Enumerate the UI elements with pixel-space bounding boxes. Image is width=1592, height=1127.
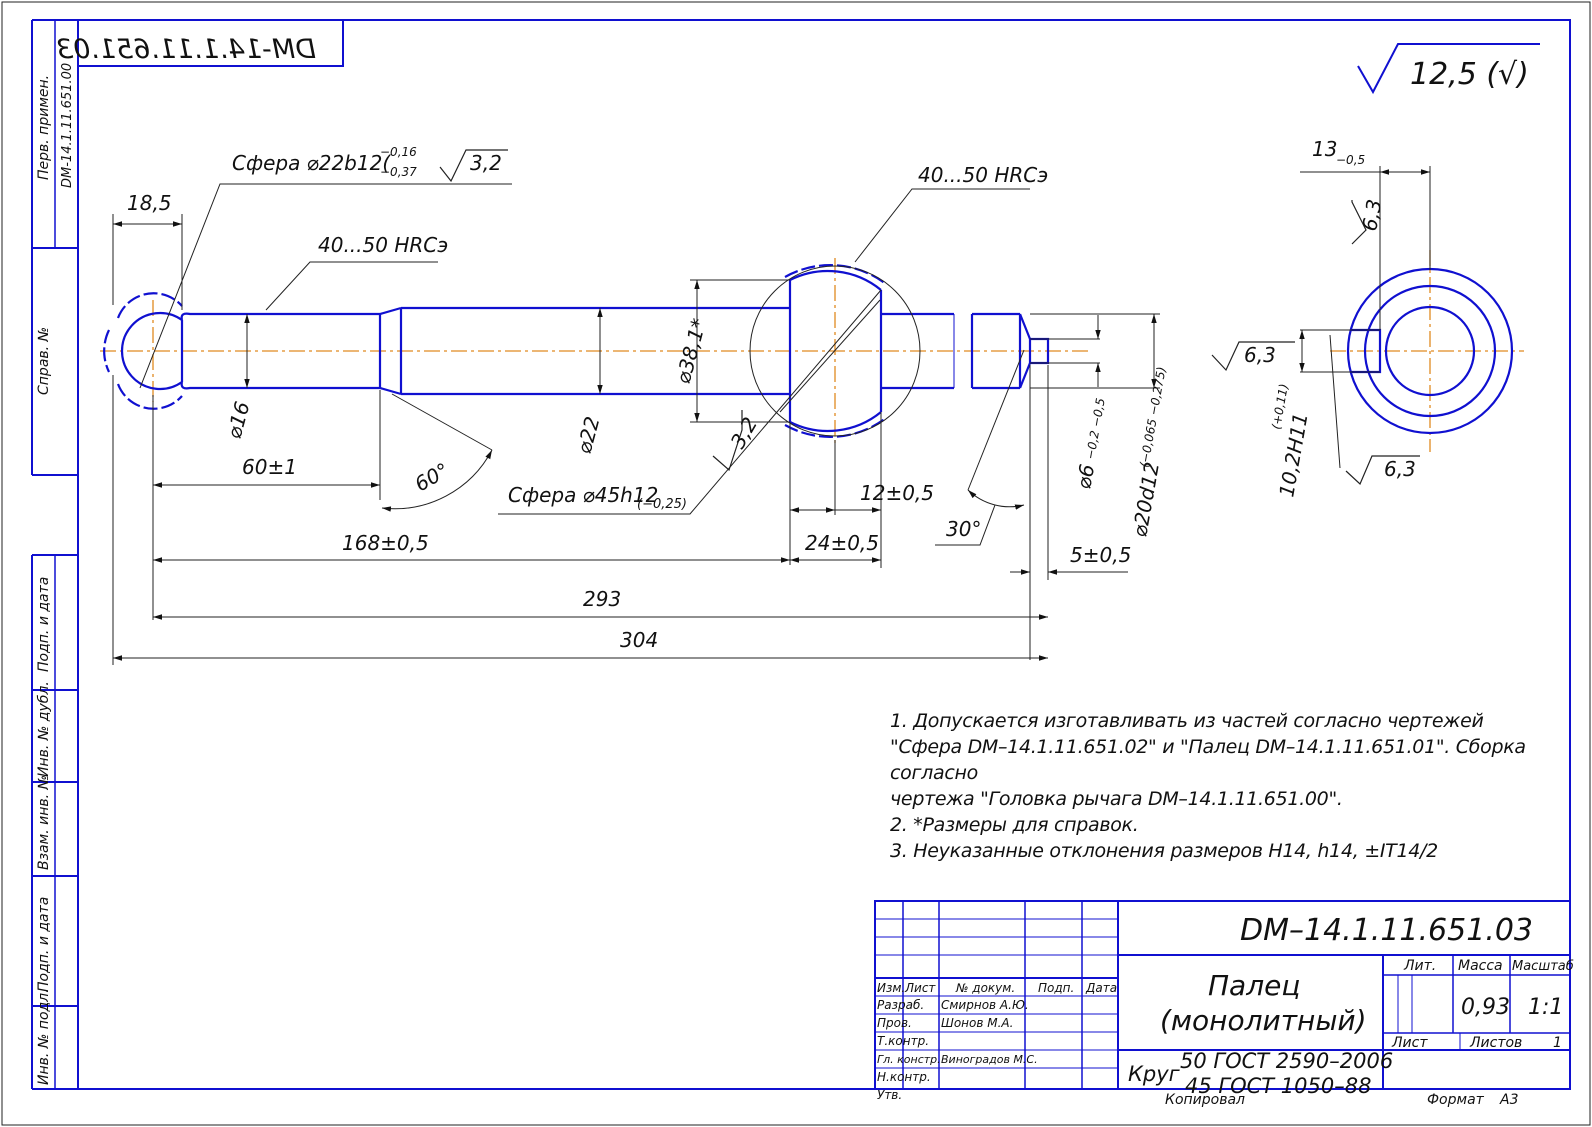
- note-line-4: 2. *Размеры для справок.: [890, 814, 1139, 836]
- dim-60: 60±1: [242, 455, 297, 479]
- note-line-3: чертежа "Головка рычага DM–14.1.11.651.0…: [890, 788, 1343, 810]
- dim-5: 5±0,5: [1070, 543, 1131, 567]
- designation-mirrored: DM-14.1.11.651.03: [56, 34, 316, 65]
- dim-angle30: 30°: [946, 517, 981, 541]
- tkontr-label: Т.контр.: [877, 1034, 929, 1048]
- col-izm: Изм.: [877, 981, 905, 995]
- part-outline: [103, 264, 1050, 438]
- nkontr-label: Н.контр.: [877, 1070, 931, 1084]
- dim-168: 168±0,5: [342, 531, 429, 555]
- dim-sphere22-tol-lower: −0,37: [380, 165, 417, 179]
- vzam-inv-label: Взам. инв. №: [36, 775, 52, 870]
- dim-rough63-c: 6,3: [1384, 457, 1416, 481]
- center-lines: [100, 250, 1524, 452]
- designation: DM–14.1.11.651.03: [1240, 913, 1533, 948]
- general-roughness: 12,5 (√): [1357, 43, 1540, 95]
- sphere-construction-circle: [749, 265, 921, 437]
- dimension-lines: [112, 166, 1431, 665]
- perv-primen-label: Перв. примен.: [36, 75, 52, 180]
- prov-name: Шонов М.А.: [941, 1016, 1013, 1030]
- dim-d16: ⌀16: [222, 399, 255, 441]
- dim-13: 13: [1312, 137, 1337, 161]
- material-prefix: Круг: [1128, 1062, 1181, 1086]
- dim-304: 304: [620, 628, 658, 652]
- dim-sphere45-tol: (−0,25): [637, 497, 687, 512]
- list-label: Лист: [1391, 1035, 1428, 1051]
- note-line-5: 3. Неуказанные отклонения размеров H14, …: [890, 840, 1438, 862]
- title-block-texts: DM–14.1.11.651.03 Палец (монолитный) Кру…: [877, 913, 1574, 1108]
- glkonstr-label: Гл. констр.: [877, 1053, 941, 1066]
- dim-sphere22-tol-upper: −0,16: [380, 145, 417, 159]
- utv-label: Утв.: [877, 1088, 902, 1102]
- dim-d20: ⌀20d12: [1127, 460, 1164, 539]
- lit-label: Лит.: [1403, 958, 1436, 974]
- roughness-symbols: [439, 149, 1420, 486]
- copied-label: Копировал: [1165, 1092, 1245, 1108]
- dim-d6-tol: −0,2 −0,5: [1083, 397, 1108, 461]
- material-line1: 50 ГОСТ 2590–2006: [1180, 1049, 1393, 1073]
- dim-sphere22: Сфера ⌀22b12(: [232, 151, 391, 175]
- perv-primen-value: DM-14.1.11.651.00: [60, 63, 75, 188]
- razrab-label: Разраб.: [877, 998, 924, 1012]
- part-name-line1: Палец: [1208, 969, 1300, 1002]
- listov-label: Листов: [1469, 1035, 1522, 1051]
- dim-d20-tol: (−0,065 −0,275): [1137, 366, 1168, 469]
- masshtab-label: Масштаб: [1512, 959, 1574, 974]
- masshtab-value: 1:1: [1528, 995, 1563, 1020]
- side-stamp: Перв. примен. DM-14.1.11.651.00 Справ. №…: [36, 63, 75, 1085]
- dim-d22: ⌀22: [572, 414, 605, 456]
- col-podp: Подп.: [1038, 981, 1074, 995]
- dim-24: 24±0,5: [805, 531, 879, 555]
- note-line-2: "Сфера DM–14.1.11.651.02" и "Палец DM–14…: [890, 736, 1526, 784]
- dim-hrc-right: 40...50 HRCэ: [918, 163, 1048, 187]
- dim-18-5: 18,5: [127, 191, 172, 215]
- general-roughness-text: 12,5 (√): [1410, 57, 1529, 92]
- podp-data-label-2: Подп. и дата: [36, 897, 52, 992]
- part-name-line2: (монолитный): [1160, 1004, 1367, 1037]
- prov-label: Пров.: [877, 1016, 912, 1030]
- dim-d6: ⌀6: [1071, 462, 1099, 491]
- dimension-texts: 18,5 Сфера ⌀22b12( −0,16 −0,37 3,2 40...…: [127, 137, 1416, 652]
- podp-data-label-1: Подп. и дата: [36, 577, 52, 672]
- dim-12: 12±0,5: [860, 481, 934, 505]
- dim-sphere45: Сфера ⌀45h12: [508, 483, 658, 507]
- razrab-name: Смирнов А.Ю.: [941, 998, 1029, 1012]
- inv-podl-label: Инв. № подл.: [36, 988, 52, 1085]
- massa-label: Масса: [1458, 958, 1503, 974]
- note-line-1: 1. Допускается изготавливать из частей с…: [890, 710, 1484, 732]
- format-value: А3: [1499, 1092, 1518, 1108]
- massa-value: 0,93: [1461, 995, 1510, 1020]
- dim-rough32-b: 3,2: [726, 413, 763, 453]
- dim-rough63-a: 6,3: [1357, 197, 1386, 232]
- col-no-dokum: № докум.: [955, 981, 1015, 995]
- material-line2: 45 ГОСТ 1050–88: [1185, 1074, 1371, 1098]
- listov-value: 1: [1553, 1035, 1562, 1051]
- format-label: Формат: [1427, 1092, 1485, 1108]
- technical-notes: 1. Допускается изготавливать из частей с…: [890, 708, 1550, 864]
- dim-293: 293: [583, 587, 621, 611]
- col-data: Дата: [1085, 981, 1117, 995]
- dim-rough32-a: 3,2: [470, 151, 502, 175]
- dim-hrc-left: 40...50 HRCэ: [318, 233, 448, 257]
- dim-rough63-b: 6,3: [1244, 343, 1276, 367]
- glkonstr-name: Виноградов М.С.: [941, 1053, 1038, 1066]
- sprav-no-label: Справ. №: [36, 327, 52, 395]
- dim-angle60: 60°: [411, 458, 454, 497]
- dim-13-tol: −0,5: [1336, 153, 1365, 167]
- col-list: Лист: [904, 981, 936, 995]
- inv-dubl-label: Инв. № дубл.: [36, 681, 52, 777]
- title-block: [874, 900, 1571, 1090]
